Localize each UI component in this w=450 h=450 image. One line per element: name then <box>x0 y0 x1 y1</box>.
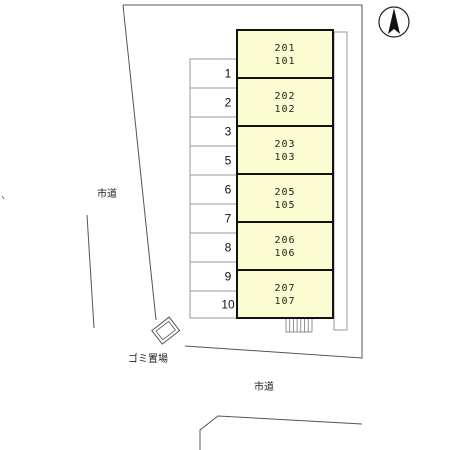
parking-slot: 2 <box>189 87 238 118</box>
garbage-area: ゴミ置場 <box>128 316 181 365</box>
unit-rect <box>236 125 334 175</box>
parking-slot: 10 <box>189 290 238 319</box>
unit-number-lower: 106 <box>274 248 295 259</box>
road-edge-south <box>199 415 363 450</box>
parking-area: 1 2 3 5 6 7 8 9 10 <box>189 58 238 319</box>
parking-slot-number: 5 <box>225 154 232 168</box>
parking-slot: 8 <box>189 232 238 263</box>
unit-number-lower: 105 <box>274 200 295 211</box>
parking-slot-number: 2 <box>225 96 232 110</box>
garbage-area-label: ゴミ置場 <box>128 352 168 365</box>
parking-slot-number: 3 <box>225 125 232 139</box>
property-boundary <box>123 4 363 359</box>
unit-number-lower: 101 <box>274 56 295 67</box>
unit-rect <box>236 269 334 319</box>
parking-slot-number: 8 <box>225 241 232 255</box>
parking-slot: 3 <box>189 116 238 147</box>
parking-slot-number: 10 <box>221 298 235 312</box>
unit-number-lower: 102 <box>274 104 295 115</box>
unit-number-lower: 103 <box>274 152 295 163</box>
unit-rect <box>236 173 334 223</box>
road-edge-west <box>86 214 95 329</box>
north-arrow-icon: N <box>378 6 410 38</box>
parking-slot-rect <box>189 232 238 263</box>
parking-slot-rect <box>189 290 238 319</box>
unit-number-upper: 207 <box>274 283 295 294</box>
compass-label: N <box>394 8 395 10</box>
parking-slot-rect <box>189 145 238 176</box>
parking-slot: 6 <box>189 174 238 205</box>
parking-slot-rect <box>189 174 238 205</box>
parking-slot: 9 <box>189 261 238 292</box>
unit-number-upper: 201 <box>274 43 295 54</box>
unit-number-upper: 206 <box>274 235 295 246</box>
parking-slot-rect <box>189 87 238 118</box>
road-label-west: 市道 <box>97 187 117 200</box>
unit-rect <box>236 29 334 79</box>
staircase <box>285 317 313 333</box>
building-frame <box>333 31 348 331</box>
road-mark-left <box>1 195 5 200</box>
road-label-south: 市道 <box>254 380 274 393</box>
parking-slot-number: 7 <box>225 212 232 226</box>
unit-rect <box>236 221 334 271</box>
unit-rect <box>236 77 334 127</box>
parking-slot: 5 <box>189 145 238 176</box>
parking-slot: 7 <box>189 203 238 234</box>
parking-slot-number: 1 <box>225 67 232 81</box>
property-boundary-west <box>122 4 157 321</box>
parking-slot: 1 <box>189 58 238 89</box>
unit-number-lower: 107 <box>274 296 295 307</box>
parking-slot-rect <box>189 203 238 234</box>
unit-number-upper: 202 <box>274 91 295 102</box>
parking-slot-number: 9 <box>225 270 232 284</box>
unit-number-upper: 203 <box>274 139 295 150</box>
parking-slot-number: 6 <box>225 183 232 197</box>
unit-number-upper: 205 <box>274 187 295 198</box>
